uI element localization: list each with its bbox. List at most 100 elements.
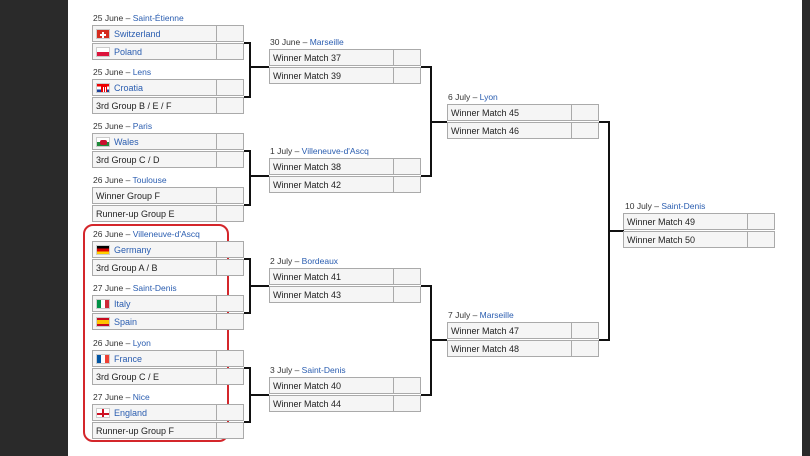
match-date-venue: 25 June – Paris — [93, 121, 152, 131]
score-cell — [216, 152, 243, 167]
team-name-cell: France — [93, 351, 217, 366]
germany-flag — [96, 244, 110, 255]
score-cell — [216, 98, 243, 113]
match-date: 26 June — [93, 229, 124, 239]
venue-link[interactable]: Saint-Denis — [301, 365, 346, 375]
separator: – — [123, 121, 133, 131]
team-name-cell: Winner Match 37 — [270, 50, 394, 65]
venue-link[interactable]: Lyon — [479, 92, 498, 102]
venue-link[interactable]: Villeneuve-d'Ascq — [132, 229, 200, 239]
bracket-line — [244, 312, 250, 314]
separator: – — [123, 175, 133, 185]
match-date-venue: 2 July – Bordeaux — [270, 256, 338, 266]
bracket-line — [244, 204, 250, 206]
match-date: 25 June — [93, 13, 124, 23]
team-name-cell: 3rd Group B / E / F — [93, 98, 217, 113]
venue-link[interactable]: Lyon — [132, 338, 151, 348]
bracket-line — [249, 175, 269, 177]
team-name-cell: Winner Match 50 — [624, 232, 748, 247]
france-flag — [96, 353, 110, 364]
team-slot: Winner Match 40 — [269, 377, 421, 394]
venue-link[interactable]: Villeneuve-d'Ascq — [301, 146, 369, 156]
team-name-cell: Winner Match 38 — [270, 159, 394, 174]
separator: – — [300, 37, 310, 47]
bracket-line — [244, 96, 250, 98]
team-name[interactable]: Spain — [114, 316, 138, 327]
team-slot: Winner Match 48 — [447, 340, 599, 357]
bracket-line — [430, 121, 447, 123]
venue-link[interactable]: Marseille — [309, 37, 344, 47]
team-name[interactable]: England — [114, 407, 148, 418]
team-name[interactable]: Switzerland — [114, 28, 161, 39]
team-slot: 3rd Group C / D — [92, 151, 244, 168]
venue-link[interactable]: Marseille — [479, 310, 514, 320]
team-name: Winner Match 47 — [451, 325, 520, 336]
bracket-line — [249, 66, 269, 68]
team-name-cell: Winner Match 46 — [448, 123, 572, 138]
score-cell — [393, 396, 420, 411]
team-name: Winner Match 39 — [273, 70, 342, 81]
separator: – — [123, 67, 133, 77]
match-date-venue: 27 June – Saint-Denis — [93, 283, 177, 293]
team-name[interactable]: Wales — [114, 136, 139, 147]
team-name-cell: Croatia — [93, 80, 217, 95]
score-cell — [216, 314, 243, 329]
score-cell — [216, 26, 243, 41]
match-date: 27 June — [93, 283, 124, 293]
separator: – — [123, 392, 133, 402]
team-name-cell: England — [93, 405, 217, 420]
separator: – — [292, 146, 302, 156]
team-name[interactable]: Italy — [114, 298, 131, 309]
score-cell — [393, 287, 420, 302]
team-name-cell: Poland — [93, 44, 217, 59]
team-name-cell: Winner Match 49 — [624, 214, 748, 229]
score-cell — [216, 80, 243, 95]
team-name-cell: 3rd Group A / B — [93, 260, 217, 275]
team-slot: 3rd Group A / B — [92, 259, 244, 276]
team-name[interactable]: Croatia — [114, 82, 144, 93]
match-date-venue: 30 June – Marseille — [270, 37, 344, 47]
team-name: Winner Match 43 — [273, 289, 342, 300]
venue-link[interactable]: Saint-Étienne — [132, 13, 184, 23]
venue-link[interactable]: Paris — [132, 121, 153, 131]
match-date-venue: 1 July – Villeneuve-d'Ascq — [270, 146, 369, 156]
team-slot: Winner Match 43 — [269, 286, 421, 303]
venue-link[interactable]: Saint-Denis — [132, 283, 177, 293]
match-date: 27 June — [93, 392, 124, 402]
wales-flag — [96, 136, 110, 147]
score-cell — [216, 260, 243, 275]
venue-link[interactable]: Bordeaux — [301, 256, 339, 266]
separator: – — [123, 229, 133, 239]
match-date: 1 July — [270, 146, 293, 156]
team-name-cell: Spain — [93, 314, 217, 329]
match-date: 3 July — [270, 365, 293, 375]
team-slot: Winner Match 37 — [269, 49, 421, 66]
team-slot: Winner Match 41 — [269, 268, 421, 285]
separator: – — [651, 201, 662, 211]
match-date-venue: 6 July – Lyon — [448, 92, 498, 102]
bracket-line — [421, 394, 431, 396]
team-name[interactable]: France — [114, 353, 143, 364]
venue-link[interactable]: Saint-Denis — [661, 201, 706, 211]
match-date-venue: 25 June – Saint-Étienne — [93, 13, 184, 23]
match-date: 30 June — [270, 37, 301, 47]
team-name: Winner Match 46 — [451, 125, 520, 136]
team-name-cell: Wales — [93, 134, 217, 149]
team-name[interactable]: Poland — [114, 46, 143, 57]
team-name: Winner Match 37 — [273, 52, 342, 63]
separator: – — [292, 365, 302, 375]
separator: – — [470, 92, 480, 102]
venue-link[interactable]: Nice — [132, 392, 150, 402]
team-name-cell: 3rd Group C / D — [93, 152, 217, 167]
team-slot: England — [92, 404, 244, 421]
team-name[interactable]: Germany — [114, 244, 152, 255]
team-name: Winner Match 38 — [273, 161, 342, 172]
team-name-cell: Winner Match 39 — [270, 68, 394, 83]
venue-link[interactable]: Toulouse — [132, 175, 167, 185]
score-cell — [216, 134, 243, 149]
team-name: Winner Match 41 — [273, 271, 342, 282]
team-name: Winner Match 40 — [273, 380, 342, 391]
team-name-cell: Winner Match 44 — [270, 396, 394, 411]
venue-link[interactable]: Lens — [132, 67, 152, 77]
team-name: Winner Match 48 — [451, 343, 520, 354]
